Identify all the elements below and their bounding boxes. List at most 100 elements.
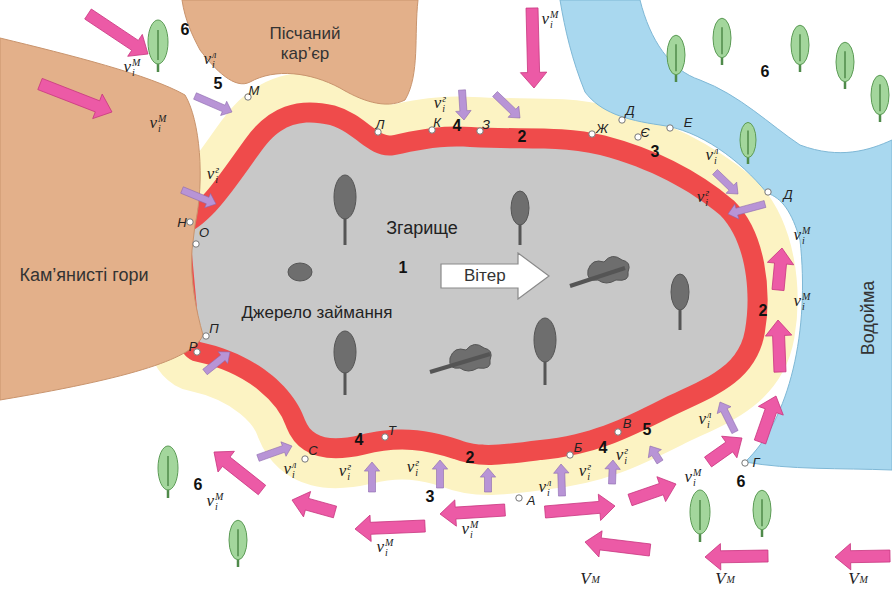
wind-arrow-outline [441, 253, 549, 299]
callout-number: 4 [453, 118, 462, 134]
boundary-point [382, 434, 388, 440]
point-letter: Ж [596, 122, 608, 135]
tree-stem [799, 34, 801, 61]
sand-quarry-region: Пісчаний кар’єр [250, 20, 360, 67]
boundary-point [742, 460, 748, 466]
local-spread-arrow [717, 402, 738, 434]
callout-number: 6 [737, 474, 746, 490]
burnt-tree [334, 175, 356, 219]
local-spread-arrow [432, 460, 447, 488]
local-spread-arrow [456, 90, 471, 120]
velocity-label: VМ [848, 570, 868, 587]
sand-quarry [182, 0, 418, 104]
callout-number: 1 [399, 260, 408, 276]
tree-stem [237, 529, 239, 556]
callout-number: 5 [214, 76, 223, 92]
wind-spread-arrow [628, 477, 676, 506]
tree-crown [690, 490, 710, 534]
callout-number: 6 [194, 477, 203, 493]
tree [148, 20, 168, 72]
velocity-label: vгi [697, 188, 709, 208]
point-letter: М [249, 84, 260, 97]
callout-number: 3 [651, 144, 660, 160]
tree-crown [713, 18, 731, 58]
callout-number: 2 [518, 129, 527, 145]
rocky-mountains [0, 38, 203, 400]
water-region: Водойма [854, 277, 883, 360]
region-name: Кам’янисті гори [13, 265, 155, 286]
point-letter: Н [177, 216, 186, 229]
local-spread-arrow [257, 442, 292, 462]
wind-spread-arrow [767, 248, 793, 291]
boundary-point [615, 429, 621, 435]
burnt-stone [288, 263, 312, 281]
tree-stem [699, 500, 701, 530]
tree-stem [761, 499, 763, 526]
wind-spread-arrow [835, 544, 890, 570]
fallen-trunk [430, 354, 490, 372]
tree [690, 490, 710, 542]
velocity-label: vМi [794, 226, 811, 246]
velocity-label: vгi [434, 94, 446, 114]
tree [713, 18, 731, 65]
tree [740, 122, 756, 164]
tree-stem [721, 27, 723, 54]
area-note: Джерело займання [242, 303, 393, 323]
tree-crown [148, 20, 168, 64]
burnt-tree [534, 318, 556, 362]
fire-front [190, 122, 748, 445]
point-letter: О [199, 226, 209, 239]
callout-number: 2 [759, 303, 768, 319]
boundary-points [187, 94, 771, 501]
local-spread-arrow [648, 446, 663, 464]
point-letter: Б [574, 441, 582, 454]
velocity-label: vМi [462, 520, 479, 540]
velocity-label: vМi [542, 10, 559, 30]
wind-spread-arrow [705, 544, 768, 570]
velocity-label: vгi [579, 462, 591, 482]
boundary-point [619, 117, 625, 123]
point-letter: Е [684, 116, 693, 129]
velocity-label: VМ [580, 570, 600, 587]
velocity-label: vМi [150, 114, 167, 134]
velocity-label: vМi [124, 58, 141, 78]
burnt-tree [671, 274, 689, 310]
tree-crown [836, 42, 854, 82]
trees [148, 18, 889, 567]
tree [836, 42, 854, 89]
tree [791, 25, 809, 72]
callout-number: 2 [466, 450, 475, 466]
velocity-label: vлi [539, 478, 552, 498]
wind-spread-arrow [754, 396, 783, 444]
area-name: Згарище [386, 218, 458, 239]
tree [158, 446, 178, 498]
wind-spread-arrow [765, 320, 791, 372]
wind-spread-arrow [85, 9, 148, 56]
boundary-point [203, 333, 209, 339]
point-letter: Т [388, 424, 396, 437]
tree-stem [167, 456, 169, 486]
local-spread-arrow [554, 464, 569, 496]
tree-stem [675, 44, 677, 71]
velocity-label: vлi [706, 146, 719, 166]
spread-arrows [38, 8, 890, 570]
point-letter: А [527, 494, 536, 507]
local-spread-arrow [203, 352, 230, 375]
tree [229, 520, 247, 567]
point-letter: Г [752, 456, 759, 469]
wind-label: Вітер [464, 266, 506, 286]
velocity-label: vгi [339, 462, 351, 482]
velocity-label: vМi [377, 538, 394, 558]
tree-stem [879, 84, 881, 111]
velocity-label: vгi [616, 446, 628, 466]
velocity-label: vгi [207, 165, 219, 185]
tree-crown [791, 25, 809, 65]
fallen-trunk [570, 268, 625, 286]
burnt-area [190, 122, 748, 445]
water-body [560, 0, 892, 470]
velocity-label: vлi [204, 50, 217, 70]
boundary-point [187, 219, 193, 225]
